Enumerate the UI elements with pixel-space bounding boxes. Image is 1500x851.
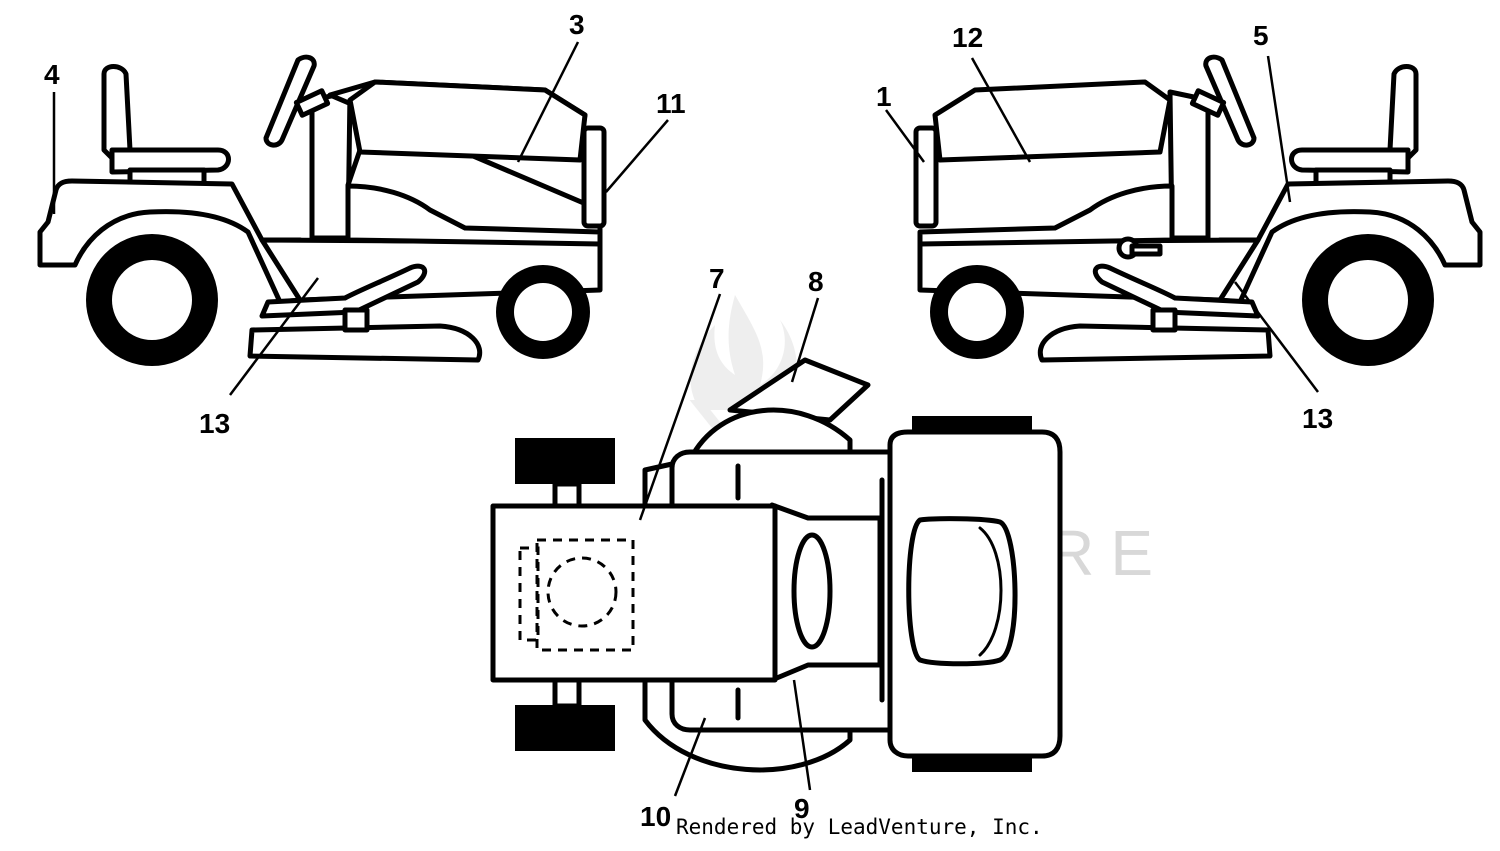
grille-top xyxy=(906,516,1018,667)
callout-labels: 4 3 11 13 1 12 5 13 7 8 9 10 xyxy=(44,9,1333,832)
seat-back-left xyxy=(101,64,133,161)
mower-deck-left xyxy=(247,323,483,363)
steering-wheel-left xyxy=(263,54,317,148)
callout-10: 10 xyxy=(640,801,671,832)
steering-wheel-top xyxy=(791,532,833,650)
callout-13-left: 13 xyxy=(199,408,230,439)
rear-tire-top-upper xyxy=(515,438,615,484)
rear-tire-top-lower xyxy=(515,705,615,751)
right-side-view xyxy=(913,54,1483,366)
steering-column-left xyxy=(309,89,353,241)
callout-7: 7 xyxy=(709,263,725,294)
callout-8: 8 xyxy=(808,266,824,297)
callout-9: 9 xyxy=(794,793,810,824)
grille-left xyxy=(581,125,607,229)
steering-shaft-left xyxy=(293,88,331,118)
seat-cushion-left xyxy=(109,147,231,175)
callout-13-right: 13 xyxy=(1302,403,1333,434)
hood-top-left xyxy=(347,79,588,163)
left-side-view xyxy=(37,54,607,366)
render-credit: Rendered by LeadVenture, Inc. xyxy=(676,815,1043,839)
callout-4: 4 xyxy=(44,59,60,90)
callout-11: 11 xyxy=(656,88,686,119)
leader-lines xyxy=(52,41,1319,797)
callout-12: 12 xyxy=(952,22,983,53)
hood-lower-left xyxy=(345,183,603,247)
top-view xyxy=(490,357,1063,773)
callout-1: 1 xyxy=(876,81,892,112)
callout-5: 5 xyxy=(1253,20,1269,51)
footrest-left xyxy=(259,263,428,319)
rear-fender-left xyxy=(37,178,303,305)
deck-mount-left xyxy=(342,307,370,333)
callout-3: 3 xyxy=(569,9,585,40)
